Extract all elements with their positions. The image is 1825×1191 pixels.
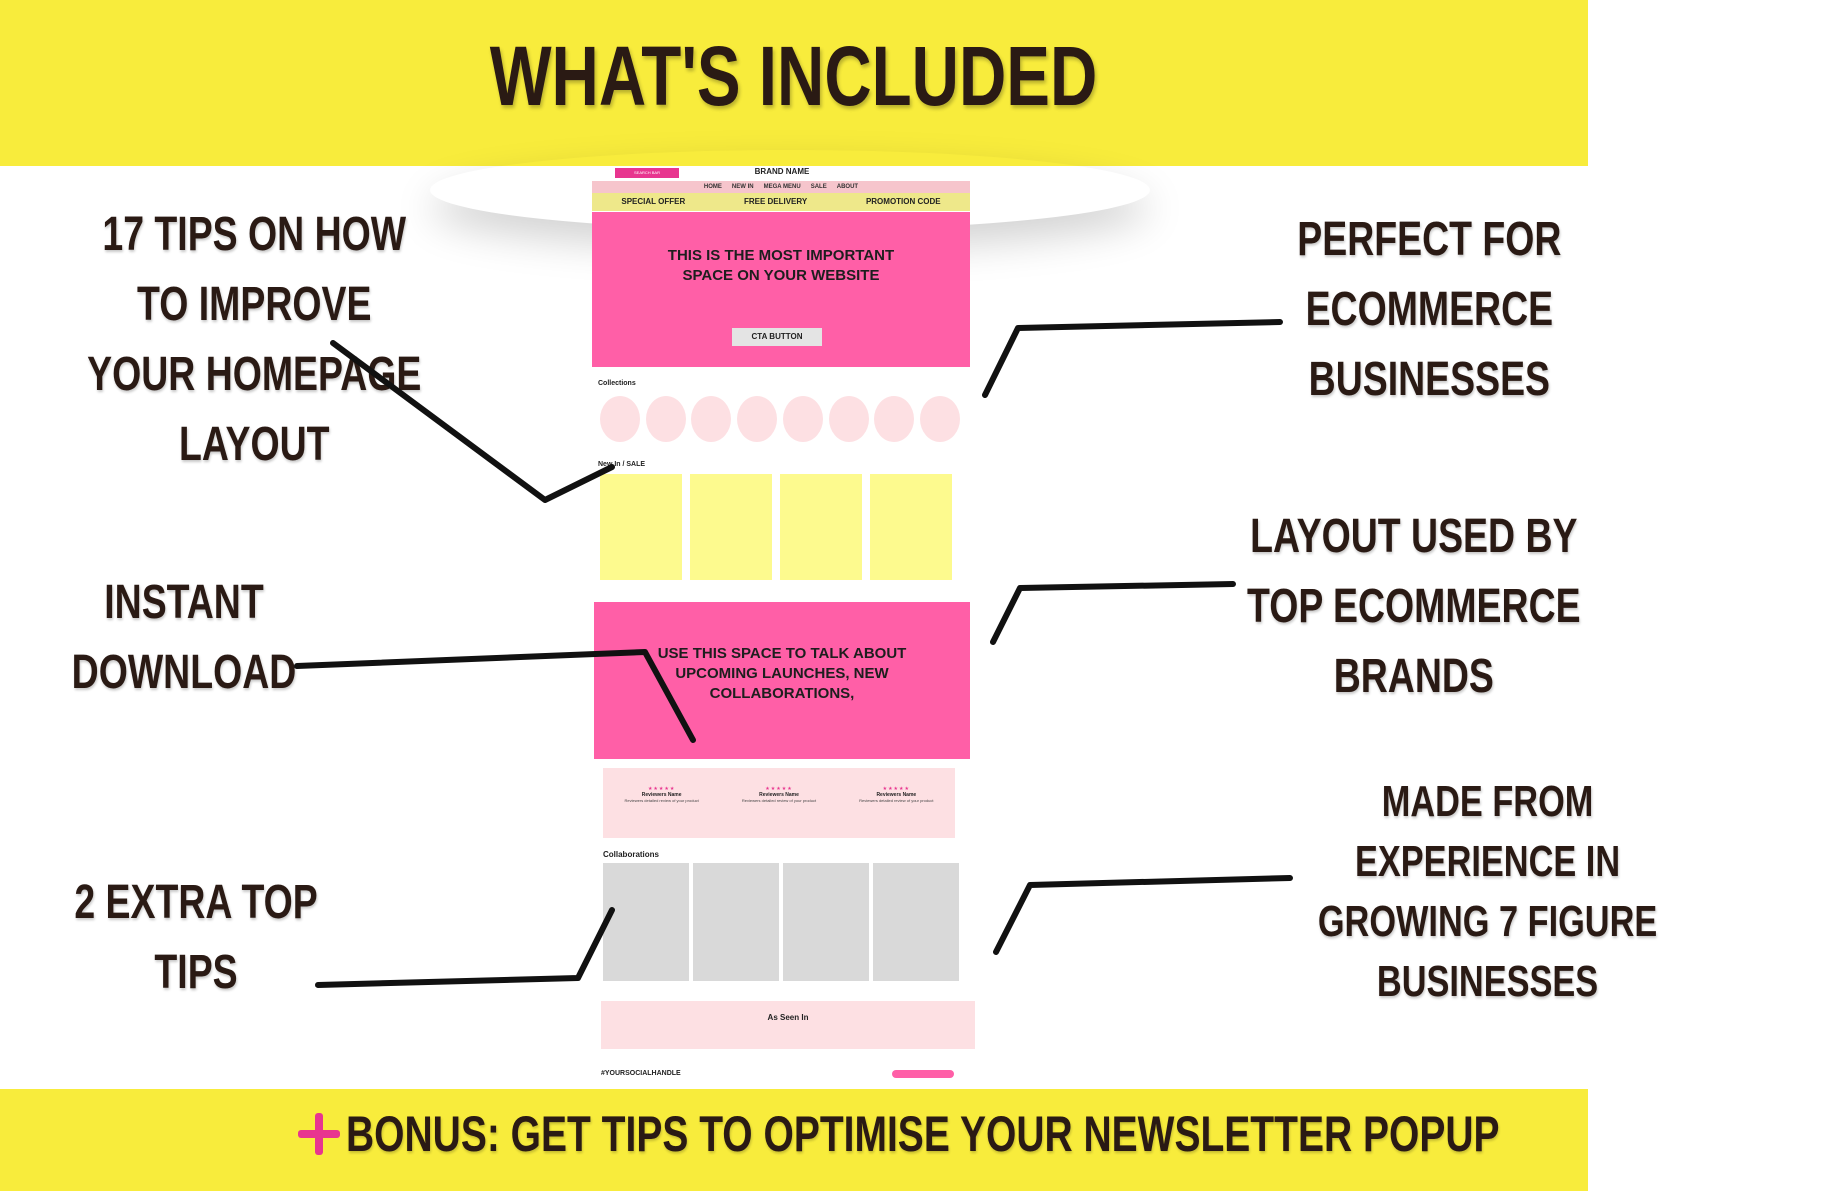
stars-icon: ★★★★★ [647, 786, 676, 792]
pointer-line-download [294, 649, 696, 743]
collection-circle [691, 396, 732, 442]
mockup-promo-item: PROMOTION CODE [865, 197, 941, 206]
mockup-nav-item: NEW IN [731, 184, 754, 190]
mockup-cta-button: CTA BUTTON [732, 328, 822, 346]
mockup-promo-item: FREE DELIVERY [743, 197, 808, 206]
homepage-mockup: SEARCH BAR BRAND NAME HOME NEW IN MEGA M… [592, 166, 976, 1089]
callout-line: GROWING 7 FIGURE [1317, 897, 1658, 946]
plus-icon [298, 1113, 340, 1155]
callout-experience: MADE FROM EXPERIENCE IN GROWING 7 FIGURE… [1270, 772, 1657, 1012]
mockup-nav-item: SALE [810, 184, 827, 190]
callout-line: BRANDS [1333, 650, 1494, 703]
mockup-social-button [892, 1070, 954, 1078]
callout-ecommerce: PERFECT FOR ECOMMERCE BUSINESSES [1260, 205, 1570, 415]
mockup-collabs-row [603, 863, 959, 981]
callout-line: PERFECT FOR [1297, 213, 1562, 266]
mockup-nav: HOME NEW IN MEGA MENU SALE ABOUT [592, 181, 970, 193]
callout-line: DOWNLOAD [71, 646, 297, 699]
review-card: ★★★★★ Reviewers Name Reviewers detailed … [739, 786, 819, 803]
collection-circle [600, 396, 640, 442]
pointer-line-tips [330, 340, 615, 503]
mockup-collections-label: Collections [598, 380, 636, 387]
product-tile [600, 474, 682, 580]
callout-line: TO IMPROVE [137, 278, 372, 331]
pointer-line-layout-used [990, 581, 1236, 645]
header-band: WHAT'S INCLUDED [0, 0, 1588, 166]
mockup-collabs-label: Collaborations [603, 850, 660, 859]
page-title: WHAT'S INCLUDED [0, 28, 1588, 125]
callout-line: LAYOUT [179, 418, 330, 471]
mockup-hero: THIS IS THE MOST IMPORTANT SPACE ON YOUR… [592, 212, 970, 367]
mockup-social-handle: #YOURSOCIALHANDLE [601, 1070, 681, 1077]
page-title-text: WHAT'S INCLUDED [490, 29, 1098, 123]
mockup-launch-text: USE THIS SPACE TO TALK ABOUT UPCOMING LA… [657, 645, 907, 702]
pointer-line-extra-tips [315, 907, 615, 988]
callout-line: TIPS [154, 946, 238, 999]
review-text: Reviewers detailed review of your produc… [624, 798, 699, 803]
bonus-band: BONUS: GET TIPS TO OPTIMISE YOUR NEWSLET… [0, 1089, 1588, 1191]
callout-line: BUSINESSES [1308, 353, 1551, 406]
mockup-nav-item: MEGA MENU [763, 184, 801, 190]
callout-line: EXPERIENCE IN [1355, 837, 1621, 886]
callout-line: ECOMMERCE [1305, 283, 1554, 336]
collection-circle [737, 396, 778, 442]
review-name: Reviewers Name [641, 792, 682, 798]
review-name: Reviewers Name [759, 792, 799, 798]
mockup-launch-banner: USE THIS SPACE TO TALK ABOUT UPCOMING LA… [594, 602, 970, 759]
callout-line: MADE FROM [1381, 777, 1594, 826]
mockup-brand-name: BRAND NAME [754, 167, 810, 176]
collab-tile [693, 863, 779, 981]
stars-icon: ★★★★★ [765, 786, 793, 792]
pointer-line-experience [993, 875, 1293, 955]
callout-line: TOP ECOMMERCE [1247, 580, 1581, 633]
collection-circle [828, 396, 869, 442]
product-tile [780, 474, 862, 580]
mockup-nav-item: HOME [703, 184, 722, 190]
collection-circle [645, 396, 686, 442]
collab-tile [783, 863, 869, 981]
callout-line: INSTANT [104, 576, 264, 629]
collab-tile [873, 863, 959, 981]
collection-circle [919, 396, 960, 442]
callout-layout-used: LAYOUT USED BY TOP ECOMMERCE BRANDS [1200, 502, 1581, 712]
mockup-hero-text: THIS IS THE MOST IMPORTANT SPACE ON YOUR… [667, 247, 895, 284]
collab-tile [603, 863, 689, 981]
review-name: Reviewers Name [876, 792, 917, 798]
mockup-promo-bar: SPECIAL OFFER FREE DELIVERY PROMOTION CO… [592, 193, 970, 211]
product-tile [690, 474, 772, 580]
callout-line: YOUR HOMEPAGE [87, 348, 422, 401]
callout-line: LAYOUT USED BY [1250, 510, 1578, 563]
callout-instant-download: INSTANT DOWNLOAD [40, 568, 320, 708]
mockup-nav-item: ABOUT [836, 184, 859, 190]
bonus-row: BONUS: GET TIPS TO OPTIMISE YOUR NEWSLET… [298, 1105, 1825, 1163]
mockup-reviews: ★★★★★ Reviewers Name Reviewers detailed … [603, 768, 955, 838]
callout-line: 17 TIPS ON HOW [102, 208, 407, 261]
callout-line: BUSINESSES [1376, 957, 1599, 1006]
mockup-as-seen-in: As Seen In [601, 1001, 975, 1049]
mockup-newin-label: New In / SALE [598, 461, 646, 468]
mockup-promo-item: SPECIAL OFFER [621, 197, 686, 206]
collection-circle [782, 396, 823, 442]
stars-icon: ★★★★★ [882, 786, 911, 792]
pointer-line-ecommerce [982, 319, 1283, 398]
callout-line: 2 EXTRA TOP [74, 876, 318, 929]
callout-tips: 17 TIPS ON HOW TO IMPROVE YOUR HOMEPAGE … [40, 200, 421, 480]
review-card: ★★★★★ Reviewers Name Reviewers detailed … [856, 786, 936, 803]
bonus-text: BONUS: GET TIPS TO OPTIMISE YOUR NEWSLET… [346, 1106, 1500, 1162]
callout-extra-tips: 2 EXTRA TOP TIPS [40, 868, 320, 1008]
review-text: Reviewers detailed review of your produc… [859, 798, 934, 803]
mockup-product-row [600, 474, 952, 580]
review-card: ★★★★★ Reviewers Name Reviewers detailed … [622, 786, 702, 803]
collection-circle [874, 396, 915, 442]
mockup-search-bar: SEARCH BAR [615, 168, 679, 178]
product-tile [870, 474, 952, 580]
mockup-collections [600, 396, 960, 442]
pointer-lines [294, 319, 1293, 988]
review-text: Reviewers detailed review of your produc… [741, 798, 817, 803]
